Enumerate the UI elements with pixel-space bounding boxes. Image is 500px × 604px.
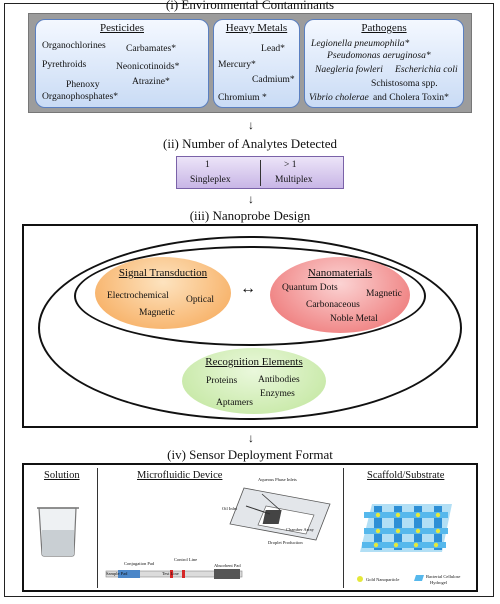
signal-transduction-ellipse: Signal Transduction Electrochemical Opti… xyxy=(95,257,231,329)
heavy-metals-title: Heavy Metals xyxy=(225,22,288,34)
scaffold-lattice-image xyxy=(360,504,452,552)
pathogen-item: Escherichia coli xyxy=(395,64,458,75)
metal-item: Cadmium* xyxy=(252,74,295,85)
nanomaterials-ellipse: Nanomaterials Quantum Dots Magnetic Carb… xyxy=(270,257,410,333)
microfluidic-title: Microfluidic Device xyxy=(137,470,223,481)
pathogens-title: Pathogens xyxy=(361,22,407,34)
solution-title: Solution xyxy=(44,470,80,481)
deployment-panel xyxy=(22,463,478,592)
recognition-title: Recognition Elements xyxy=(205,356,303,368)
outer-oval xyxy=(38,236,462,420)
strip-label: Absorbent Pad xyxy=(214,563,241,568)
recognition-item: Aptamers xyxy=(216,398,253,408)
chip-label: Aqueous Phase Inlets xyxy=(258,477,297,482)
plex-divider xyxy=(260,160,261,186)
pathogen-item: Schistosoma spp. xyxy=(371,78,438,89)
pathogen-item: Legionella pneumophila* xyxy=(311,38,410,49)
chip-label: Chamber Array xyxy=(286,527,314,532)
gold-nanoparticle-legend-icon xyxy=(357,576,363,582)
section-iii-title: (iii) Nanoprobe Design xyxy=(189,208,311,223)
signal-title: Signal Transduction xyxy=(118,267,208,279)
beaker-image xyxy=(37,507,79,557)
heavy-metals-card: Heavy Metals Lead* Mercury* Cadmium* Chr… xyxy=(213,19,300,108)
strip-label: Control Line xyxy=(174,557,198,562)
inner-oval xyxy=(74,246,426,346)
lateral-flow-strip-image xyxy=(105,569,243,579)
down-arrow: ↓ xyxy=(248,431,254,445)
section-ii-title: (ii) Number of Analytes Detected xyxy=(163,136,337,151)
pesticides-title: Pesticides xyxy=(100,22,144,34)
nanomaterials-title: Nanomaterials xyxy=(307,267,373,279)
legend-label: Gold Nanoparticle xyxy=(366,577,400,582)
section-iv-title: (iv) Sensor Deployment Format xyxy=(167,447,333,462)
pesticide-item: Organochlorines xyxy=(42,40,106,51)
singleplex-value: 1 xyxy=(205,160,210,170)
pesticide-item: Atrazine* xyxy=(132,76,170,87)
recognition-item: Proteins xyxy=(206,376,238,386)
pesticides-card: Pesticides Organochlorines Carbamates* P… xyxy=(35,19,209,108)
pesticide-item: Pyrethroids xyxy=(42,59,87,70)
nanomaterial-item: Noble Metal xyxy=(330,314,378,324)
bidirectional-arrow: ↔ xyxy=(240,280,256,297)
strip-label: Conjugation Pad xyxy=(124,561,155,566)
legend-label: Hydrogel xyxy=(430,580,447,585)
pesticide-item: Organophosphates* xyxy=(42,91,119,102)
singleplex-label: Singleplex xyxy=(190,175,231,185)
multiplex-label: Multiplex xyxy=(275,175,313,185)
bacterial-cellulose-legend-icon xyxy=(414,575,424,581)
pathogen-item: and Cholera Toxin* xyxy=(373,92,449,103)
strip-label: Test Line xyxy=(162,571,179,576)
down-arrow: ↓ xyxy=(248,192,254,206)
chip-label: Oil Inlet xyxy=(222,506,238,511)
multiplex-value: > 1 xyxy=(284,160,297,170)
signal-item: Magnetic xyxy=(139,308,175,318)
microfluidic-chip-image xyxy=(229,487,331,541)
pathogen-item: Vibrio cholerae xyxy=(309,92,369,103)
scaffold-title: Scaffold/Substrate xyxy=(367,470,445,481)
down-arrow: ↓ xyxy=(248,118,254,132)
metal-item: Lead* xyxy=(261,43,285,54)
pathogen-item: Pseudomonas aeruginosa* xyxy=(327,50,431,61)
metal-item: Mercury* xyxy=(218,59,256,70)
recognition-item: Antibodies xyxy=(258,375,300,385)
analytes-box: 1 Singleplex > 1 Multiplex xyxy=(176,156,344,189)
signal-item: Optical xyxy=(186,295,214,305)
strip-label: Sample Pad xyxy=(106,571,128,576)
nanomaterial-item: Carbonaceous xyxy=(306,300,360,310)
section-i-title: (i) Environmental Contaminants xyxy=(165,0,335,12)
metal-item: Chromium * xyxy=(218,92,267,103)
pathogens-card: Pathogens Legionella pneumophila* Pseudo… xyxy=(304,19,464,108)
pesticide-item: Carbamates* xyxy=(126,43,177,54)
signal-item: Electrochemical xyxy=(107,291,169,301)
nanomaterial-item: Magnetic xyxy=(366,289,402,299)
pesticide-item: Phenoxy xyxy=(66,79,100,90)
contaminants-panel: Pesticides Organochlorines Carbamates* P… xyxy=(28,13,472,113)
pesticide-item: Neonicotinoids* xyxy=(116,61,180,72)
divider xyxy=(97,468,98,588)
recognition-item: Enzymes xyxy=(260,389,295,399)
nanoprobe-panel xyxy=(22,224,478,428)
chip-label: Droplet Production xyxy=(268,540,303,545)
divider xyxy=(343,468,344,588)
pathogen-item: Naegleria fowleri xyxy=(315,64,383,75)
figure-frame xyxy=(4,3,494,597)
nanomaterial-item: Quantum Dots xyxy=(282,283,338,293)
recognition-elements-ellipse: Recognition Elements Proteins Antibodies… xyxy=(182,348,326,414)
legend-label: Bacterial Cellulose xyxy=(426,574,461,579)
